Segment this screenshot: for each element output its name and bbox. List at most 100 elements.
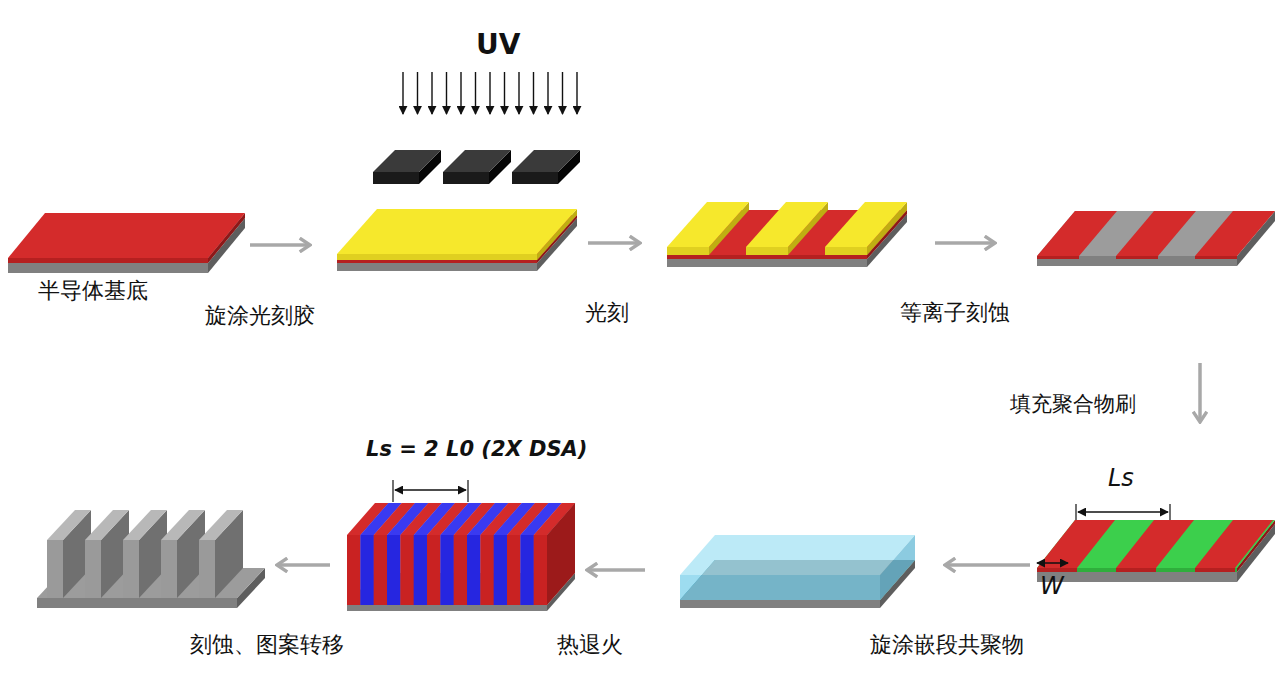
fin — [161, 510, 205, 540]
uv-ray — [533, 72, 534, 114]
process-step: 光刻 — [667, 200, 910, 268]
resist-stripe — [667, 247, 709, 255]
dimension-tick — [467, 480, 468, 502]
dimension-arrow — [1037, 562, 1068, 564]
lamella — [534, 535, 548, 605]
red-stripe-edge — [1116, 256, 1158, 259]
fin — [161, 540, 177, 598]
step-caption: 旋涂光刻胶 — [205, 303, 315, 329]
lamella — [520, 535, 534, 605]
substrate-layer — [347, 605, 547, 611]
lamella — [400, 535, 414, 605]
step-caption: 旋涂嵌段共聚物 — [870, 632, 1024, 658]
photoresist-layer — [337, 209, 577, 254]
fin — [199, 510, 243, 540]
step-caption: 半导体基底 — [38, 278, 148, 304]
fin — [123, 510, 167, 540]
lamella — [427, 535, 441, 605]
lamella — [440, 535, 454, 605]
red-stripe-edge — [1195, 256, 1237, 259]
dimension-tick — [1075, 504, 1076, 520]
red-layer — [8, 213, 245, 258]
step-label: W — [1040, 572, 1064, 601]
dimension-tick — [392, 480, 393, 502]
fins-figure — [37, 510, 265, 608]
process-step: 半导体基底 — [8, 213, 248, 275]
red-stripe-edge — [1195, 568, 1235, 572]
flow-arrow — [945, 563, 1030, 567]
lamella — [387, 535, 401, 605]
lamella — [414, 535, 428, 605]
etch-figure — [1037, 211, 1275, 266]
mask-bar — [512, 150, 580, 172]
uv-ray — [547, 72, 548, 114]
substrate-figure — [8, 213, 245, 273]
uv-label: UV — [474, 28, 522, 62]
process-step: 等离子刻蚀 — [1037, 200, 1277, 268]
uv-ray — [518, 72, 519, 114]
uv-ray — [489, 72, 490, 114]
lamellae-figure — [347, 480, 575, 611]
lamella — [374, 535, 388, 605]
uv-ray — [576, 72, 577, 114]
lamella — [480, 535, 494, 605]
resist-stripe — [825, 247, 867, 255]
substrate-layer — [8, 263, 208, 273]
brush-layer — [1037, 520, 1275, 568]
uv-ray — [460, 72, 461, 114]
mask-bar — [443, 172, 489, 184]
substrate-layer — [1037, 256, 1237, 266]
red-stripe-edge — [1037, 568, 1077, 572]
mask-bar — [443, 150, 511, 172]
step-caption: 刻蚀、图案转移 — [190, 632, 344, 658]
fin — [47, 510, 91, 540]
process-step: 旋涂光刻胶 — [337, 200, 580, 272]
resist-stripe — [746, 247, 788, 255]
uv-ray — [504, 72, 505, 114]
lithography-figure — [667, 202, 907, 267]
dimension-arrow — [395, 489, 466, 491]
fin — [123, 540, 139, 598]
uv-ray — [562, 72, 563, 114]
red-layer — [8, 258, 208, 263]
substrate-layer — [337, 263, 537, 271]
red-layer — [337, 260, 537, 263]
process-step: 旋涂嵌段共聚物 — [678, 525, 918, 615]
flow-arrow — [1198, 363, 1202, 422]
uv-ray — [402, 72, 403, 114]
lamella — [454, 535, 468, 605]
process-step: Ls = 2 L0 (2X DSA)热退火 — [345, 495, 577, 613]
edge-label: 填充聚合物刷 — [1008, 392, 1138, 417]
uv-ray — [431, 72, 432, 114]
step-caption: Ls = 2 L0 (2X DSA) — [366, 437, 587, 462]
fin — [199, 540, 215, 598]
substrate-layer — [667, 259, 867, 267]
lamella — [494, 535, 508, 605]
red-stripe — [1116, 520, 1194, 568]
flow-arrow — [250, 243, 310, 247]
red-stripe — [1116, 211, 1196, 256]
red-stripe — [1037, 520, 1115, 568]
uv-ray — [446, 72, 447, 114]
bcp-film — [680, 535, 915, 575]
flow-arrow — [277, 563, 330, 567]
red-stripe — [1037, 211, 1117, 256]
dimension-arrow — [1078, 511, 1168, 513]
uv-ray — [475, 72, 476, 114]
fin — [47, 540, 63, 598]
bcp-film — [680, 575, 880, 600]
lamella — [360, 535, 374, 605]
step-caption: Ls — [1108, 464, 1134, 493]
dimension-tick — [1169, 504, 1170, 520]
substrate-layer — [680, 600, 880, 608]
resist-stripe — [746, 202, 828, 247]
resist-figure — [337, 72, 580, 271]
uv-ray — [417, 72, 418, 114]
fin — [85, 540, 101, 598]
mask-bar — [373, 172, 419, 184]
mask-bar — [373, 150, 441, 172]
substrate-layer — [37, 598, 237, 608]
step-caption: 光刻 — [585, 300, 629, 326]
resist-stripe — [667, 202, 749, 247]
